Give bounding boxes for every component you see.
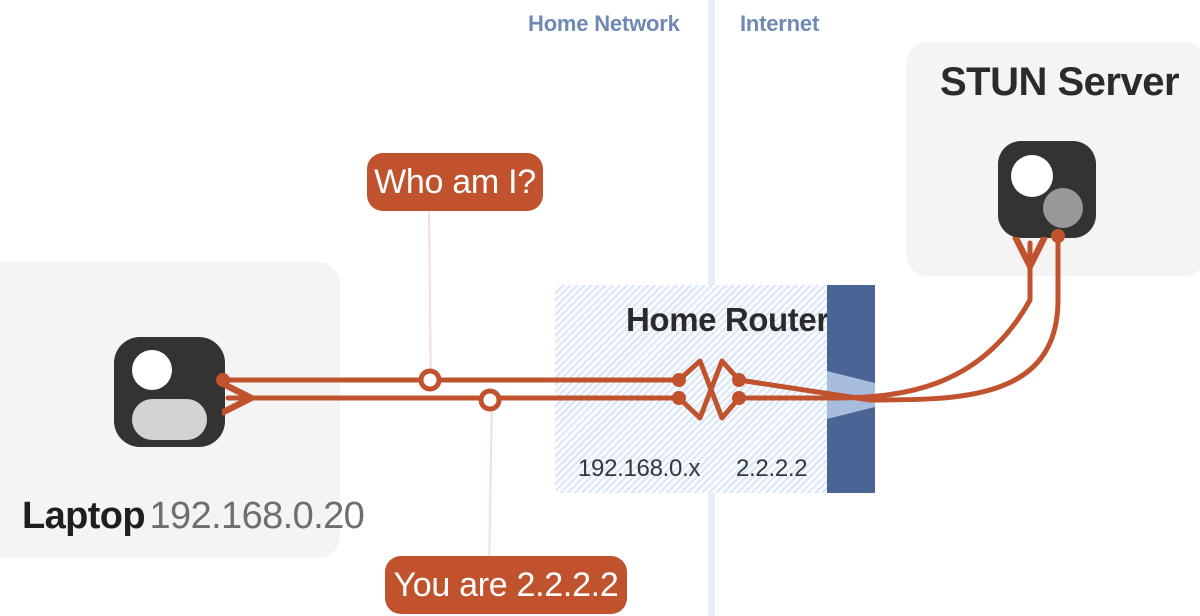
- router-lan-ip: 192.168.0.x: [578, 455, 701, 482]
- nat-wall: [827, 285, 875, 493]
- laptop-device-icon: [114, 337, 225, 447]
- stun-server-title: STUN Server: [940, 60, 1180, 104]
- bubble-tether-request: [428, 210, 432, 382]
- laptop-name: Laptop: [22, 495, 146, 537]
- laptop-caption: Laptop 192.168.0.20: [22, 495, 365, 537]
- laptop-ip: 192.168.0.20: [149, 495, 365, 537]
- home-router-title: Home Router: [626, 301, 829, 338]
- message-bubble-response[interactable]: You are 2.2.2.2: [385, 556, 627, 614]
- zone-label-home-network: Home Network: [528, 11, 680, 36]
- zone-label-internet: Internet: [740, 11, 820, 36]
- laptop-icon-body: [132, 399, 207, 440]
- stun-icon-primary-dot: [1011, 155, 1053, 197]
- stun-server-icon: [998, 141, 1096, 238]
- nat-wall-shape: [827, 285, 875, 493]
- router-wan-ip: 2.2.2.2: [736, 455, 808, 482]
- laptop-icon-head: [132, 350, 172, 390]
- bubble-tether-response: [488, 398, 493, 557]
- stun-icon-secondary-dot: [1043, 188, 1083, 228]
- message-bubble-request[interactable]: Who am I?: [367, 153, 543, 211]
